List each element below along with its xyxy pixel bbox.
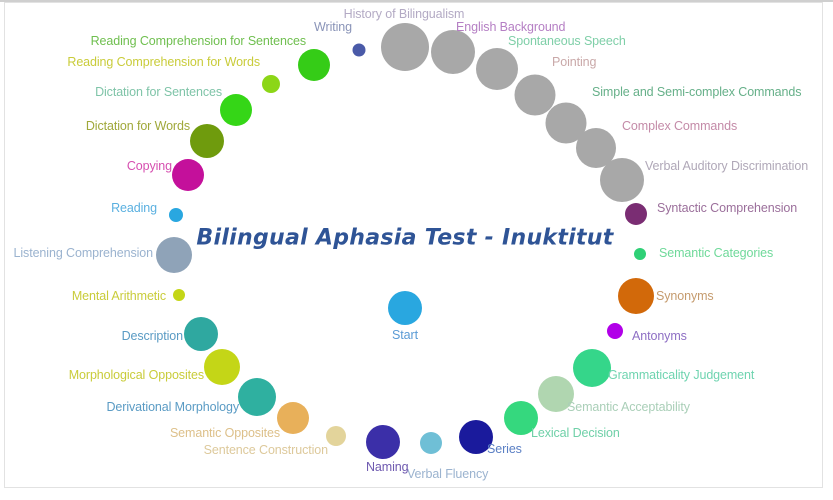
page-title: Bilingual Aphasia Test - Inuktitut — [196, 225, 614, 251]
bubble-start[interactable] — [388, 291, 422, 325]
label-verbal-fluency: Verbal Fluency — [407, 466, 489, 481]
label-spontaneous-speech: Spontaneous Speech — [508, 33, 626, 48]
label-start: Start — [392, 327, 418, 342]
label-derivational-morphology: Derivational Morphology — [106, 399, 240, 414]
bubble-series[interactable] — [459, 420, 493, 454]
bubble-reading[interactable] — [169, 208, 183, 222]
label-grammaticality-judgement: Grammaticality Judgement — [608, 367, 755, 382]
bubble-mental-arithmetic[interactable] — [173, 289, 185, 301]
label-morphological-opposites: Morphological Opposites — [68, 367, 204, 382]
bubble-semantic-acceptability[interactable] — [538, 376, 574, 412]
label-copying: Copying — [126, 158, 172, 173]
label-sentence-construction: Sentence Construction — [203, 442, 328, 457]
bubble-pointing[interactable] — [514, 74, 556, 116]
bubble-semantic-opposites[interactable] — [277, 402, 309, 434]
bubble-reading-comprehension-for-words[interactable] — [262, 75, 280, 93]
label-synonyms: Synonyms — [656, 288, 714, 303]
bubble-verbal-auditory-discrimination[interactable] — [600, 158, 644, 202]
label-history-of-bilingualism: History of Bilingualism — [343, 6, 465, 21]
bubble-morphological-opposites[interactable] — [204, 349, 240, 385]
bubble-listening-comprehension[interactable] — [156, 237, 192, 273]
bubble-grammaticality-judgement[interactable] — [573, 349, 611, 387]
bubble-dictation-for-words[interactable] — [190, 124, 224, 158]
label-simple-and-semi-complex-commands: Simple and Semi-complex Commands — [592, 84, 802, 99]
label-reading: Reading — [111, 200, 157, 215]
label-complex-commands: Complex Commands — [622, 118, 738, 133]
label-semantic-categories: Semantic Categories — [659, 245, 774, 260]
bubble-verbal-fluency[interactable] — [420, 432, 442, 454]
frame-edge-top — [0, 0, 833, 2]
label-dictation-for-words: Dictation for Words — [85, 118, 190, 133]
label-semantic-acceptability: Semantic Acceptability — [567, 399, 690, 414]
label-naming: Naming — [366, 459, 409, 474]
bubble-copying[interactable] — [172, 159, 204, 191]
bubble-antonyms[interactable] — [607, 323, 623, 339]
bubble-derivational-morphology[interactable] — [238, 378, 276, 416]
bubble-semantic-categories[interactable] — [634, 248, 646, 260]
label-mental-arithmetic: Mental Arithmetic — [71, 288, 166, 303]
bubble-spontaneous-speech[interactable] — [476, 48, 518, 90]
label-description: Description — [121, 328, 184, 343]
label-antonyms: Antonyms — [632, 328, 687, 343]
bubble-english-background[interactable] — [431, 30, 475, 74]
label-syntactic-comprehension: Syntactic Comprehension — [657, 200, 798, 215]
label-verbal-auditory-discrimination: Verbal Auditory Discrimination — [645, 158, 809, 173]
bubble-reading-comprehension-for-sentences[interactable] — [298, 49, 330, 81]
bubble-lexical-decision[interactable] — [504, 401, 538, 435]
bubble-sentence-construction[interactable] — [326, 426, 346, 446]
bubble-syntactic-comprehension[interactable] — [625, 203, 647, 225]
label-reading-comprehension-for-words: Reading Comprehension for Words — [67, 54, 260, 69]
label-dictation-for-sentences: Dictation for Sentences — [95, 84, 222, 99]
label-pointing: Pointing — [552, 54, 597, 69]
bubble-description[interactable] — [184, 317, 218, 351]
frame-edge-left — [0, 2, 4, 500]
bubble-naming[interactable] — [366, 425, 400, 459]
label-listening-comprehension: Listening Comprehension — [13, 245, 154, 260]
bubble-writing[interactable] — [352, 43, 366, 57]
label-reading-comprehension-for-sentences: Reading Comprehension for Sentences — [90, 33, 306, 48]
label-lexical-decision: Lexical Decision — [531, 425, 620, 440]
label-series: Series — [487, 441, 522, 456]
label-semantic-opposites: Semantic Opposites — [169, 425, 280, 440]
bubble-history-of-bilingualism[interactable] — [381, 23, 429, 71]
label-english-background: English Background — [456, 19, 566, 34]
bubble-dictation-for-sentences[interactable] — [220, 94, 252, 126]
label-writing: Writing — [314, 19, 352, 34]
bubble-synonyms[interactable] — [618, 278, 654, 314]
